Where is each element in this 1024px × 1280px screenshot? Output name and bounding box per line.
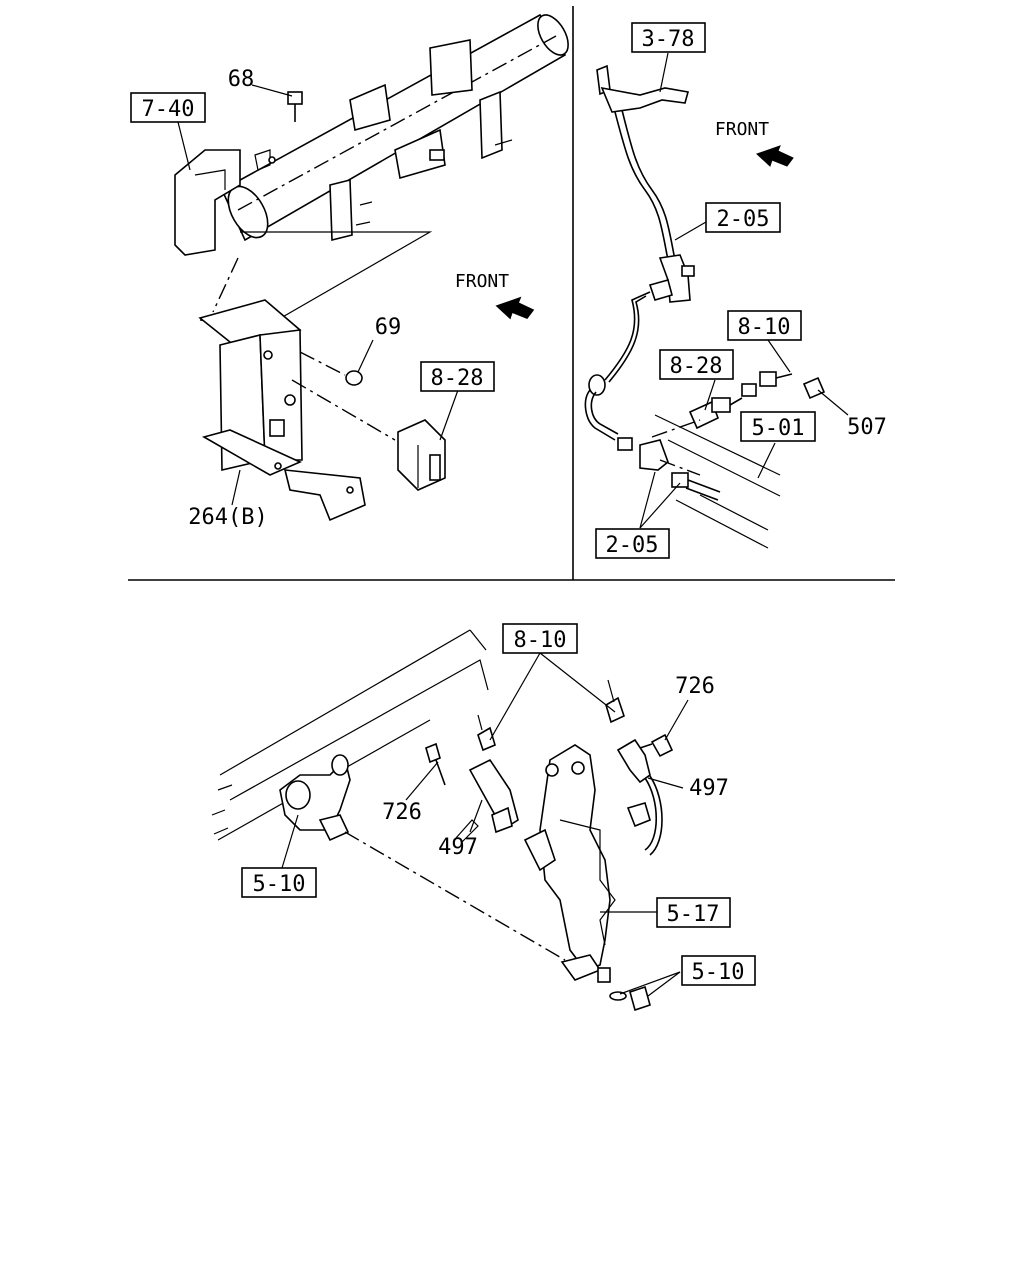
- callout-2-05-top: 2-05: [705, 202, 781, 233]
- top-right-assembly: [584, 52, 849, 549]
- callout-5-01: 5-01: [740, 411, 816, 442]
- callout-5-10-right: 5-10: [681, 955, 756, 986]
- part-number-726-right: 726: [675, 674, 715, 699]
- callout-5-17: 5-17: [656, 897, 731, 928]
- callout-2-05-bottom-text: 2-05: [606, 533, 659, 558]
- callout-5-10-left: 5-10: [241, 867, 317, 898]
- part-number-69: 69: [375, 315, 402, 340]
- callout-3-78-text: 3-78: [642, 27, 695, 52]
- callout-7-40-text: 7-40: [142, 97, 195, 122]
- top-left-assembly: [174, 13, 569, 522]
- callout-7-40: 7-40: [130, 92, 206, 123]
- part-number-726-left: 726: [382, 800, 422, 825]
- part-number-497-left: 497: [438, 835, 478, 860]
- callout-8-28-left: 8-28: [420, 361, 495, 392]
- part-number-264b: 264(B): [188, 505, 267, 530]
- callout-8-10-top-text: 8-10: [738, 315, 791, 340]
- callout-2-05-bottom: 2-05: [595, 528, 670, 559]
- callout-5-10-left-text: 5-10: [253, 872, 306, 897]
- front-direction-label-left: FRONT: [455, 271, 509, 292]
- callout-5-17-text: 5-17: [667, 902, 720, 927]
- callout-5-01-text: 5-01: [752, 416, 805, 441]
- callout-8-10-top: 8-10: [727, 310, 802, 341]
- callout-8-10-bottom: 8-10: [502, 623, 578, 654]
- callout-5-10-right-text: 5-10: [692, 960, 745, 985]
- callout-8-10-bottom-text: 8-10: [514, 628, 567, 653]
- callout-8-28-right: 8-28: [659, 349, 734, 380]
- callout-2-05-top-text: 2-05: [717, 207, 770, 232]
- callout-8-28-right-text: 8-28: [670, 354, 723, 379]
- part-number-68: 68: [228, 67, 255, 92]
- callout-3-78: 3-78: [631, 22, 706, 53]
- callout-8-28-left-text: 8-28: [431, 366, 484, 391]
- bottom-assembly: [211, 629, 689, 1012]
- part-number-507: 507: [847, 415, 887, 440]
- front-direction-label-right: FRONT: [715, 119, 769, 140]
- part-number-497-right: 497: [689, 776, 729, 801]
